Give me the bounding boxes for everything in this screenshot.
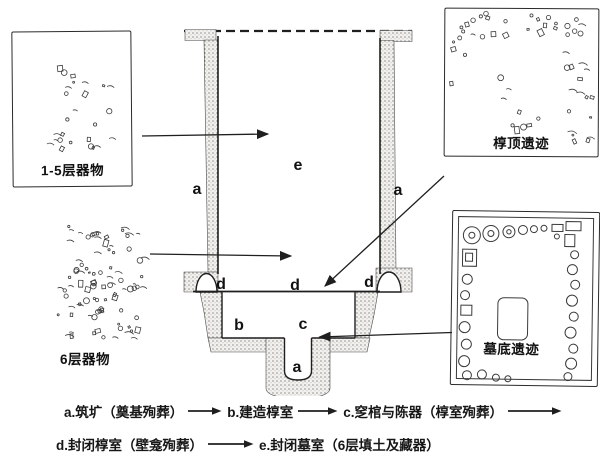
legend-stage-c: c.窆棺与陈器（椁室殉葬） xyxy=(343,405,504,420)
layer-6-artifacts-sketch xyxy=(56,224,150,340)
label-b: b xyxy=(234,317,244,334)
niche-left xyxy=(195,272,218,293)
tomb-cross-section: a e a d d d b c a xyxy=(141,29,453,396)
arrow-icon xyxy=(188,407,222,415)
label-c: c xyxy=(299,316,308,333)
legend-row-2: d.封闭椁室（壁龛殉葬） e.封闭墓室（6层填土及藏器） xyxy=(56,434,440,454)
label-a-bottom: a xyxy=(293,359,302,376)
panel-layers-1-5: 1-5层器物 xyxy=(11,30,133,188)
arrow-icon xyxy=(508,407,562,415)
panel-guo-top: 椁顶遗迹 xyxy=(443,7,600,158)
niche-right xyxy=(376,271,402,293)
arrow-guo-top-to-lid xyxy=(324,175,445,287)
label-d-left: d xyxy=(216,276,226,293)
panel-caption-layer-6: 6层器物 xyxy=(60,352,111,367)
burial-chamber xyxy=(193,290,380,339)
label-a-right: a xyxy=(394,182,403,199)
arrow-layer-6-to-fill xyxy=(149,250,293,261)
waist-pit xyxy=(283,338,313,381)
tomb-bottom-remains-sketch xyxy=(458,221,582,383)
arrow-icon xyxy=(208,440,254,448)
legend-stage-e: e.封闭墓室（6层填土及藏器） xyxy=(259,438,440,453)
legend-stage-b: b.建造椁室 xyxy=(227,405,294,420)
legend-stage-a: a.筑圹（奠基殉葬） xyxy=(64,405,184,420)
arrow-layers-1-5-to-fill xyxy=(141,129,270,140)
guo-top-remains-sketch xyxy=(449,10,595,145)
arrow-icon xyxy=(298,407,338,415)
label-d-right: d xyxy=(364,274,374,291)
panel-caption-guo-top: 椁顶遗迹 xyxy=(493,135,550,152)
panel-caption-layers-1-5: 1-5层器物 xyxy=(40,162,105,179)
panel-caption-tomb-bottom: 墓底遗迹 xyxy=(483,341,540,358)
label-d-middle: d xyxy=(290,277,300,294)
legend-stage-d: d.封闭椁室（壁龛殉葬） xyxy=(56,438,203,453)
panel-tomb-bottom: 墓底遗迹 xyxy=(449,209,600,388)
legend-row-1: a.筑圹（奠基殉葬） b.建造椁室 c.窆棺与陈器（椁室殉葬） xyxy=(64,401,567,421)
label-a-left: a xyxy=(193,181,202,198)
layers-1-5-artifacts-sketch xyxy=(46,64,117,153)
label-e: e xyxy=(294,157,303,174)
arrow-tomb-bottom-to-chamber xyxy=(318,331,453,342)
